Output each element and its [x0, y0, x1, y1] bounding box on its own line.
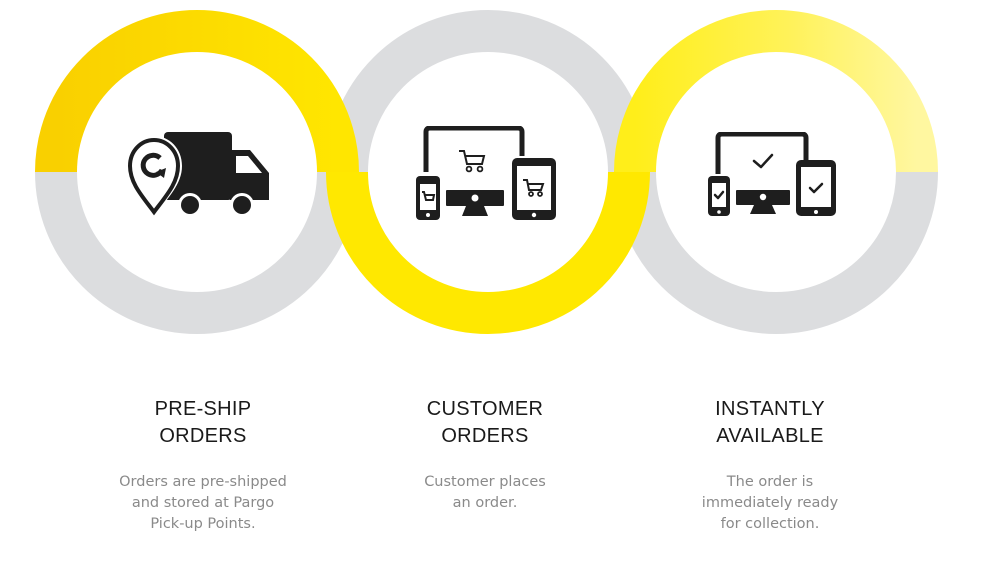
ring-step-1-top: [35, 10, 359, 173]
step-title: INSTANTLY AVAILABLE: [640, 396, 900, 450]
ring-step-1: [35, 171, 359, 334]
devices-shopping-cart-icon: [416, 126, 556, 220]
devices-checkmark-icon: [708, 132, 836, 216]
step-title-line: CUSTOMER: [426, 398, 544, 420]
step-instantly-available: INSTANTLY AVAILABLE The order is immedia…: [640, 396, 900, 535]
step-title-line: PRE-SHIP: [154, 398, 252, 420]
ring-step-2-bottom: [326, 171, 650, 334]
step-description: Customer places an order.: [355, 472, 615, 514]
step-description-line: Customer places: [424, 474, 546, 490]
step-description: Orders are pre-shipped and stored at Par…: [73, 472, 333, 535]
ring-step-2-top: [326, 10, 650, 173]
step-title: CUSTOMER ORDERS: [355, 396, 615, 450]
step-title: PRE-SHIP ORDERS: [73, 396, 333, 450]
step-pre-ship-orders: PRE-SHIP ORDERS Orders are pre-shipped a…: [73, 396, 333, 535]
step-title-line: AVAILABLE: [716, 425, 824, 447]
delivery-truck-location-pin-icon: [126, 132, 269, 217]
step-title-line: ORDERS: [159, 425, 247, 447]
step-description-line: Orders are pre-shipped: [119, 474, 287, 490]
ring-step-3-bottom: [614, 171, 938, 334]
step-title-line: INSTANTLY: [715, 398, 825, 420]
step-description-line: for collection.: [720, 516, 820, 532]
step-title-line: ORDERS: [441, 425, 529, 447]
step-description-line: The order is: [726, 474, 814, 490]
step-description-line: immediately ready: [701, 495, 839, 511]
step-customer-orders: CUSTOMER ORDERS Customer places an order…: [355, 396, 615, 514]
process-rings: [35, 10, 938, 334]
step-description-line: and stored at Pargo: [131, 495, 275, 511]
step-description-line: Pick-up Points.: [150, 516, 256, 532]
step-description-line: an order.: [452, 495, 518, 511]
ring-step-3-top: [614, 10, 938, 173]
step-description: The order is immediately ready for colle…: [640, 472, 900, 535]
